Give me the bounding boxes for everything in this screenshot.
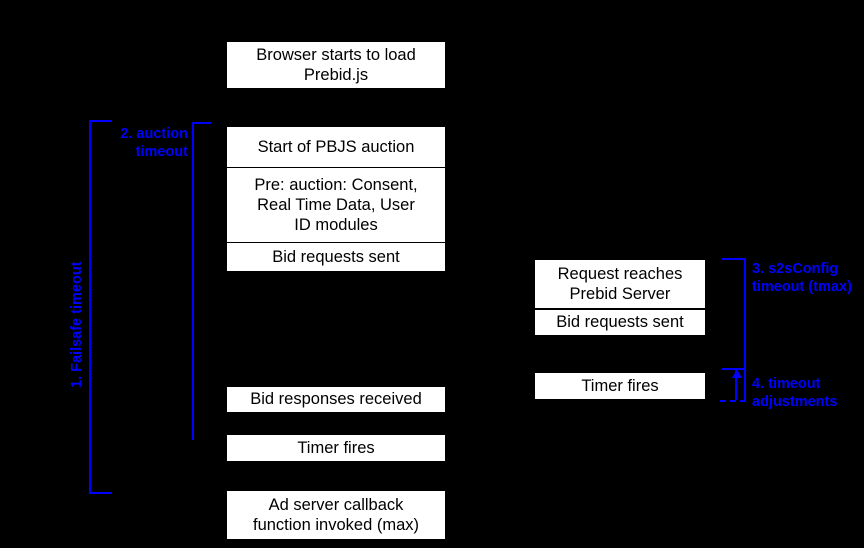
box-timer-fires: Timer fires: [226, 434, 446, 462]
auction-timeout-bracket-top-tick: [192, 122, 211, 124]
s2sconfig-bracket-top-tick: [722, 258, 746, 260]
timeout-adjustments-arrow-icon: [732, 369, 742, 400]
box-browser-load: Browser starts to load Prebid.js: [226, 41, 446, 89]
failsafe-bracket-spine: [89, 120, 91, 494]
box-pre-auction-modules: Pre: auction: Consent, Real Time Data, U…: [226, 167, 446, 243]
box-bid-responses-received: Bid responses received: [226, 386, 446, 413]
box-request-reaches-prebid-server: Request reaches Prebid Server: [534, 259, 706, 309]
annotation-auction-timeout: 2. auction timeout: [120, 126, 188, 161]
failsafe-bracket-bottom-tick: [89, 492, 112, 494]
auction-timeout-bracket-spine: [192, 122, 194, 440]
failsafe-bracket-top-tick: [89, 120, 112, 122]
box-s2s-bid-requests-sent: Bid requests sent: [534, 309, 706, 336]
annotation-failsafe-timeout: 1. Failsafe timeout: [69, 261, 85, 388]
box-bid-requests-sent: Bid requests sent: [226, 242, 446, 272]
annotation-timeout-adjustments: 4. timeout adjustments: [752, 376, 838, 411]
annotation-s2sconfig-timeout: 3. s2sConfig timeout (tmax): [752, 261, 852, 296]
box-s2s-timer-fires: Timer fires: [534, 372, 706, 400]
s2sconfig-bracket-spine: [744, 258, 746, 400]
box-ad-server-callback: Ad server callback function invoked (max…: [226, 490, 446, 540]
box-auction-start: Start of PBJS auction: [226, 126, 446, 168]
timeout-adjustments-baseline: [720, 400, 746, 402]
